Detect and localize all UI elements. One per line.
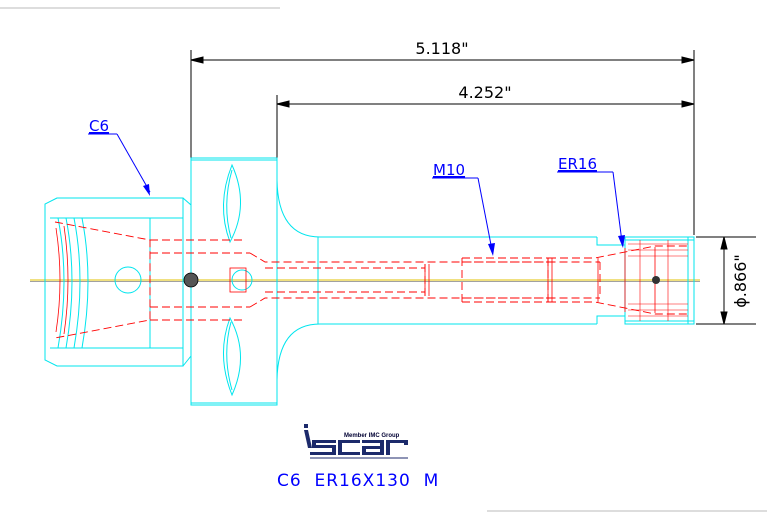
callout-m10-label: M10	[433, 161, 465, 179]
callout-c6-label: C6	[89, 117, 109, 135]
body-length-label: 4.252"	[458, 83, 511, 102]
callout-c6: C6	[88, 117, 151, 196]
iscar-logo-mark	[304, 424, 408, 455]
nose-diameter-label: ϕ.866"	[731, 254, 750, 308]
dimension-nose-diameter	[696, 236, 756, 325]
dimension-overall-length	[190, 50, 695, 235]
logo-tagline: Member IMC Group	[344, 433, 400, 439]
dimension-body-length	[276, 95, 695, 158]
hidden-solid-details	[55, 225, 656, 335]
callout-er16-label: ER16	[558, 155, 597, 173]
centerline	[30, 279, 700, 282]
overall-length-label: 5.118"	[415, 39, 468, 58]
collet-nut-detail	[628, 240, 688, 321]
callout-m10: M10	[432, 161, 495, 256]
page-corner-marks	[0, 7, 767, 512]
iscar-logo: Member IMC Group	[304, 424, 408, 459]
callout-er16: ER16	[557, 155, 625, 248]
center-marks	[183, 272, 660, 288]
model-designation: C6 ER16X130 M	[277, 471, 439, 491]
